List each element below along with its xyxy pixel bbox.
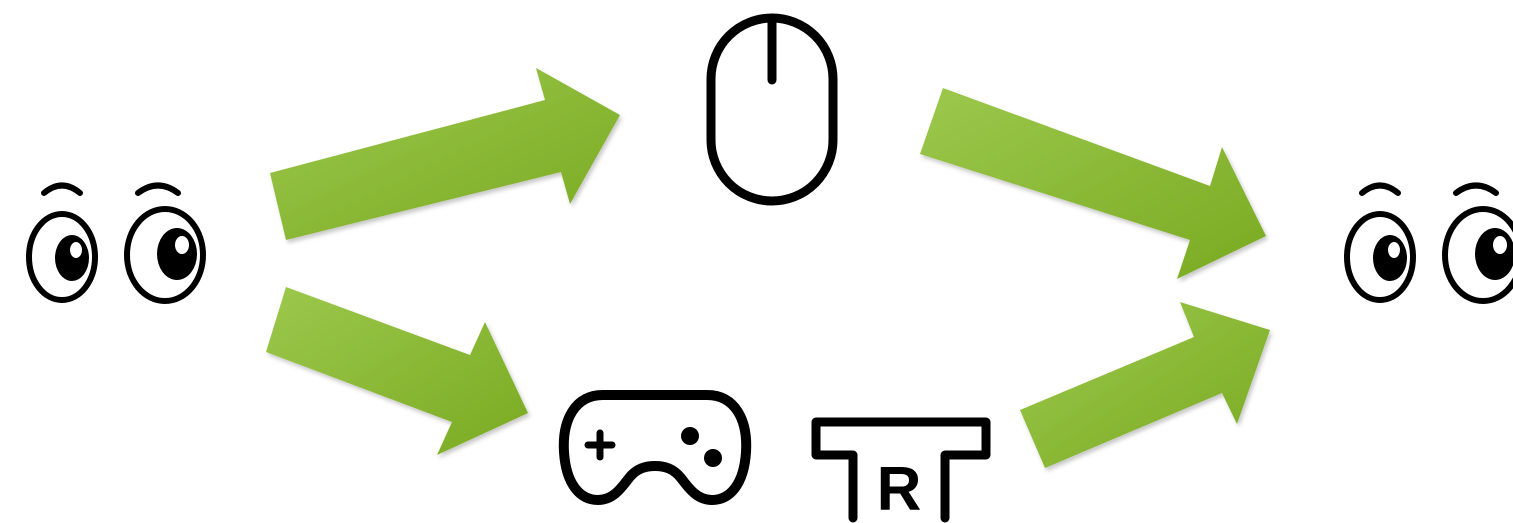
arrow-mouse-to-eyes [920, 88, 1266, 279]
mouse-icon [706, 13, 838, 206]
arrow-eyes-to-gamepad [266, 287, 528, 455]
rt-trigger-icon: R [811, 417, 991, 523]
eyes-icon [1344, 182, 1513, 304]
arrow-eyes-to-mouse [270, 68, 620, 240]
gamepad-icon [558, 390, 752, 505]
arrow-gamepad-to-eyes [1020, 302, 1270, 468]
eyes-icon [26, 182, 206, 304]
rt-trigger-label: R [877, 455, 922, 523]
